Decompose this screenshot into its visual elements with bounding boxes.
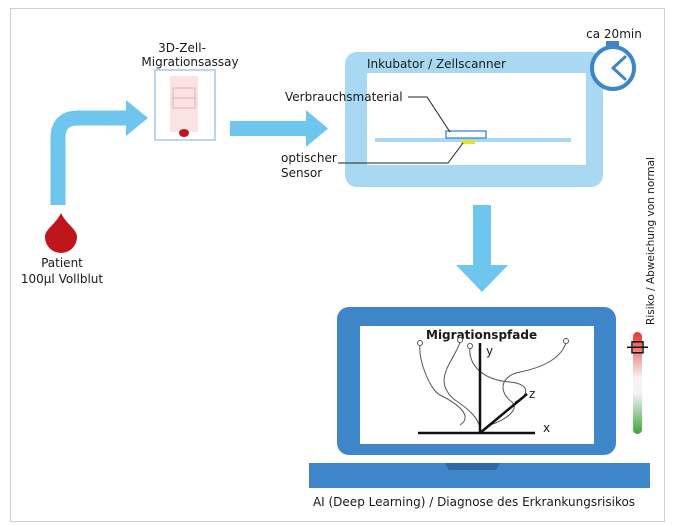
blood-drop-icon: [45, 213, 77, 253]
incubator-device: [345, 52, 603, 187]
sensor-pointer: [338, 142, 464, 164]
flow-arrow-assay-to-incubator: [230, 110, 328, 147]
migration-path: [443, 341, 481, 429]
z-axis: [479, 393, 528, 434]
optical-sensor: [461, 140, 475, 144]
consumable-pointer: [408, 96, 451, 133]
path-start-marker: [563, 338, 569, 344]
path-start-marker: [417, 340, 423, 346]
migration-path: [419, 344, 466, 426]
x-axis-label: x: [543, 421, 550, 435]
sensor-label-line1: optischer: [281, 151, 337, 165]
consumable-cartridge: [445, 130, 487, 139]
consumable-label: Verbrauchsmaterial: [285, 90, 403, 104]
timer-label: ca 20min: [586, 27, 642, 41]
footer-caption: AI (Deep Learning) / Diagnose des Erkran…: [313, 495, 635, 509]
flow-arrow-patient-to-assay: [50, 100, 148, 205]
flow-arrow-incubator-to-monitor: [456, 205, 508, 292]
path-start-marker: [457, 337, 463, 343]
assay-title-line2: Migrationsassay: [141, 55, 238, 69]
migration-paths-plot: [417, 337, 569, 435]
assay-chip-icon: [154, 69, 216, 141]
risk-scale-bar: [633, 332, 642, 434]
migration-path: [489, 342, 567, 426]
blood-volume-label: 100µl Vollblut: [21, 272, 104, 286]
stopwatch-icon: [590, 41, 636, 91]
y-axis-label: y: [486, 344, 493, 358]
path-start-marker: [467, 343, 473, 349]
sensor-label-line2: Sensor: [281, 166, 322, 180]
patient-label: Patient: [41, 256, 83, 270]
assay-title-line1: 3D-Zell-: [158, 41, 206, 55]
risk-level-marker: [627, 341, 648, 354]
laptop-monitor: [309, 307, 650, 488]
z-axis-label: z: [529, 387, 535, 401]
risk-scale-label: Risiko / Abweichung von normal: [645, 157, 657, 325]
incubator-title: Inkubator / Zellscanner: [367, 57, 506, 71]
monitor-title: Migrationspfade: [426, 328, 537, 342]
